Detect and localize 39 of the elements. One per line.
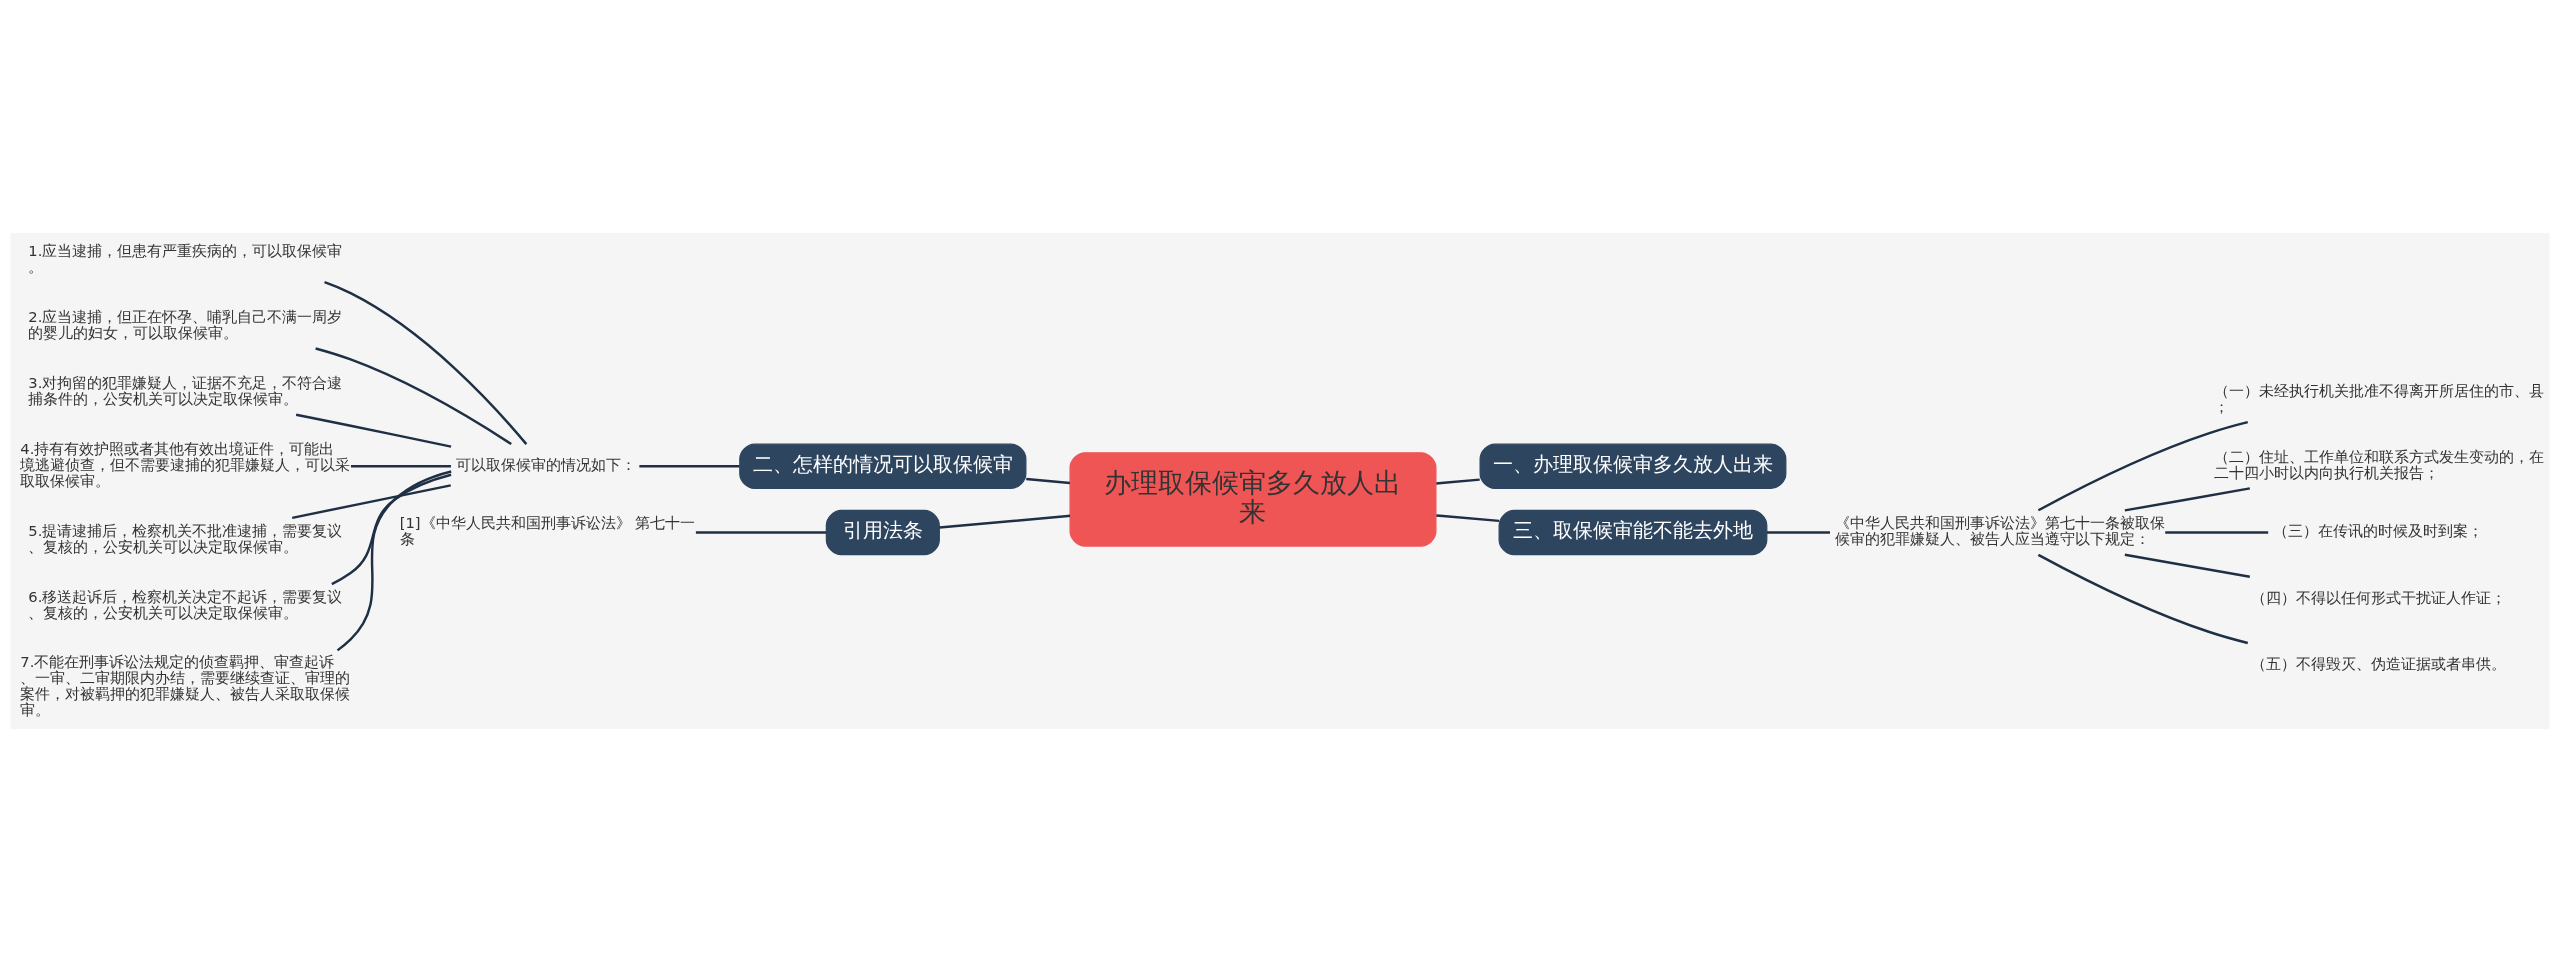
connector (2037, 553, 2249, 644)
node-text: 可以取保候审的情况如下： (456, 455, 637, 473)
node-text: 《中华人民共和国刑事诉讼法》第七十一条被取保候审的犯罪嫌疑人、被告人应当遵守以下规定： (1834, 513, 2165, 547)
connector (2124, 486, 2251, 512)
connector (331, 473, 452, 585)
connector (2124, 553, 2251, 578)
node-text: 1.应当逮捕，但患有严重疾病的，可以取保候审。 (28, 241, 343, 275)
node-text: （五）不得毁灭、伪造证据或者串供。 (2251, 654, 2507, 672)
node-text: 6.移送起诉后，检察机关决定不起诉，需要复议、复核的，公安机关可以决定取保候审。 (28, 587, 343, 621)
node-box: 引用法条 (825, 509, 940, 555)
connector (336, 469, 452, 651)
connector (324, 280, 528, 445)
node-box: 办理取保候审多久放人出来 (1069, 451, 1437, 547)
node-text: 2.应当逮捕，但正在怀孕、哺乳自己不满一周岁的婴儿的妇女，可以取保候审。 (28, 307, 343, 341)
node-text: [1]《中华人民共和国刑事诉讼法》 第七十一条 (399, 513, 696, 547)
connector (1436, 477, 1480, 485)
connector (295, 413, 452, 448)
node-text: 5.提请逮捕后，检察机关不批准逮捕，需要复议、复核的，公安机关可以决定取保候审。 (28, 521, 343, 555)
connector (2037, 420, 2249, 511)
node-box: 一、办理取保候审多久放人出来 (1479, 443, 1787, 489)
connector (350, 464, 451, 467)
connector (695, 530, 827, 534)
node-text: 7.不能在刑事诉讼法规定的侦查羁押、审查起诉、一审、二审期限内办结，需要继续查证、审理的案件，对被羁押的犯罪嫌疑人、被告人采取取保候审。 (20, 652, 351, 718)
node-text: （二）住址、工作单位和联系方式发生变动的，在二十四小时以内向执行机关报告； (2214, 447, 2545, 481)
node-text: （三）在传讯的时候及时到案； (2273, 521, 2484, 539)
connector (1767, 530, 1830, 534)
connector (315, 346, 512, 445)
connector (1436, 513, 1500, 522)
node-text: 4.持有有效护照或者其他有效出境证件，可能出境逃避侦查，但不需要逮捕的犯罪嫌疑人，可以采取取保候审。 (20, 439, 351, 489)
node-text: 3.对拘留的犯罪嫌疑人，证据不充足，不符合逮捕条件的，公安机关可以决定取保候审。 (28, 373, 343, 407)
node-text: （一）未经执行机关批准不得离开所居住的市、县； (2214, 381, 2545, 415)
node-box: 三、取保候审能不能去外地 (1498, 509, 1768, 555)
connector (291, 483, 451, 519)
node-text: （四）不得以任何形式干扰证人作证； (2251, 588, 2507, 606)
connector (2165, 530, 2269, 534)
connector (939, 514, 1071, 529)
connector (639, 464, 740, 467)
connector (1026, 477, 1071, 484)
node-box: 二、怎样的情况可以取保候审 (739, 443, 1027, 489)
